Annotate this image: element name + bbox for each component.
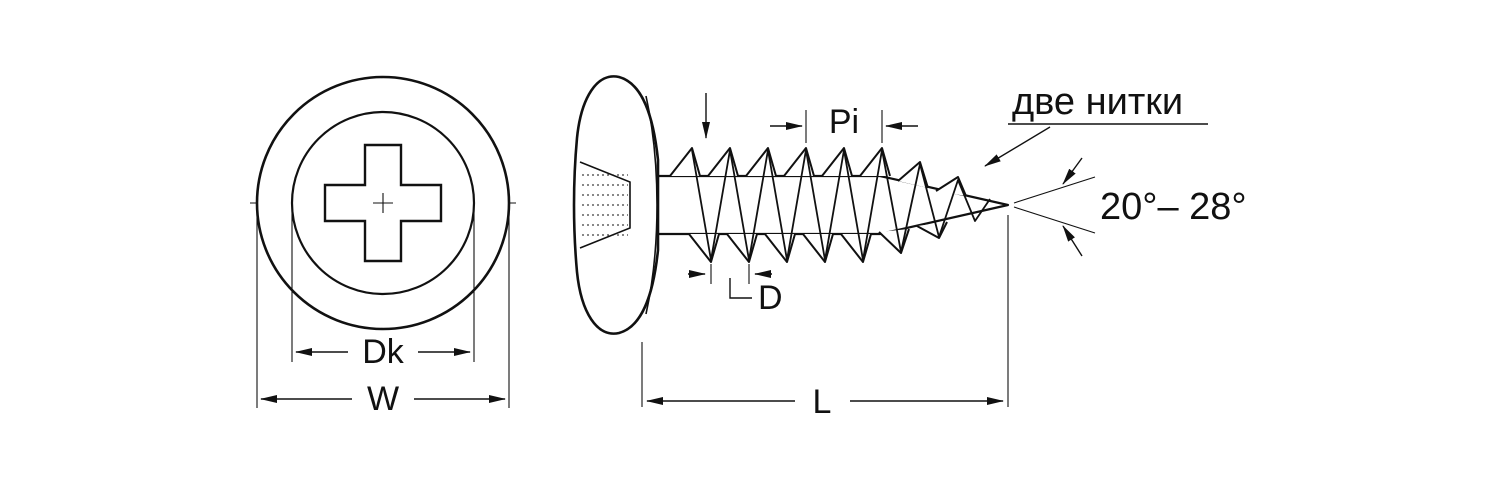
label-pi: Pi	[829, 103, 859, 141]
side-view-screw: Pi D две нитки 20°– 28°	[572, 75, 1247, 421]
head-inner-circle	[290, 110, 476, 296]
dimension-dk: Dk	[291, 212, 475, 371]
dimension-pi: Pi	[770, 103, 918, 143]
label-w: W	[367, 380, 399, 418]
label-d: D	[758, 279, 783, 317]
label-point-angle: 20°– 28°	[1100, 186, 1247, 228]
front-view-head: Dk W	[250, 75, 516, 418]
label-dk: Dk	[362, 333, 405, 371]
dimension-d: D	[688, 264, 783, 317]
dimension-w: W	[256, 212, 510, 418]
label-l: L	[813, 383, 832, 421]
screw-head-profile	[572, 75, 660, 335]
phillips-cross-recess	[323, 143, 443, 263]
label-two-threads: две нитки	[1012, 81, 1183, 123]
head-recess-edge	[579, 161, 631, 249]
thread-helix-lines	[691, 149, 991, 261]
dimension-point-angle: 20°– 28°	[1013, 157, 1247, 257]
thread-teeth-top	[669, 147, 967, 197]
head-flange-curve	[645, 95, 658, 315]
thread-teeth-bottom	[688, 221, 948, 263]
note-two-threads: две нитки	[984, 81, 1208, 167]
dimension-l: L	[641, 215, 1009, 421]
